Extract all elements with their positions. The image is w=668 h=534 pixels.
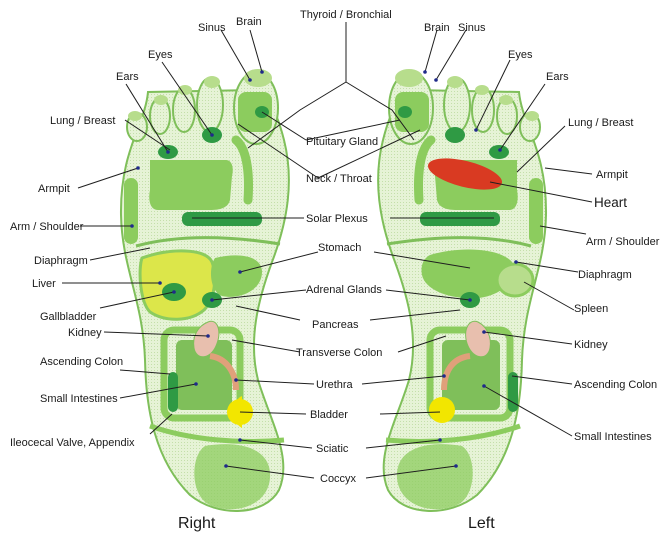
label-coccyx: Coccyx — [320, 473, 357, 485]
right-toe-tip-big — [244, 69, 272, 87]
label-eyes-left: Eyes — [508, 49, 533, 61]
left-bladder-circle — [429, 397, 455, 423]
label-kidney-right: Kidney — [68, 327, 102, 339]
label-sciatic: Sciatic — [316, 443, 349, 455]
right-toe-tip-4 — [154, 95, 168, 105]
right-toe-tip-5 — [128, 111, 142, 121]
foot-title-right: Right — [178, 515, 216, 532]
label-transverse: Transverse Colon — [296, 347, 382, 359]
label-armpit-left: Armpit — [596, 169, 628, 181]
label-pituitary: Pituitary Gland — [306, 136, 378, 148]
spleen-zone — [497, 264, 533, 296]
left-eye-zone — [445, 127, 465, 143]
label-stomach: Stomach — [318, 242, 361, 254]
left-solar-zone — [420, 212, 500, 226]
label-bladder: Bladder — [310, 409, 348, 421]
right-solar-zone — [182, 212, 262, 226]
label-gallbladder: Gallbladder — [40, 311, 97, 323]
label-neck: Neck / Throat — [306, 173, 372, 185]
right-heel-zone — [194, 444, 270, 509]
label-heart: Heart — [594, 195, 627, 210]
label-kidney-left: Kidney — [574, 339, 608, 351]
label-liver: Liver — [32, 278, 56, 290]
label-thyroid: Thyroid / Bronchial — [300, 9, 392, 21]
left-toe-tip-3 — [475, 85, 489, 95]
left-foot — [378, 69, 546, 511]
label-small-int-right: Small Intestines — [40, 393, 118, 405]
label-diaphragm-left: Diaphragm — [578, 269, 632, 281]
right-foot — [121, 69, 289, 511]
label-arm-right: Arm / Shoulder — [10, 221, 84, 233]
label-sinus-right: Sinus — [198, 22, 226, 34]
label-adrenal: Adrenal Glands — [306, 284, 382, 296]
label-lung-left: Lung / Breast — [568, 117, 633, 129]
left-desc-colon — [508, 372, 518, 412]
label-asc-colon-left: Ascending Colon — [574, 379, 657, 391]
right-toe-tip-2 — [204, 76, 220, 88]
label-brain-left: Brain — [424, 22, 450, 34]
foot-title-left: Left — [468, 515, 495, 532]
label-brain-right: Brain — [236, 16, 262, 28]
label-arm-left: Arm / Shoulder — [586, 236, 660, 248]
label-ears-left: Ears — [546, 71, 569, 83]
label-ears-right: Ears — [116, 71, 139, 83]
label-lung-right: Lung / Breast — [50, 115, 115, 127]
label-urethra: Urethra — [316, 379, 354, 391]
label-diaphragm-right: Diaphragm — [34, 255, 88, 267]
label-eyes-right: Eyes — [148, 49, 173, 61]
label-asc-colon-right: Ascending Colon — [40, 356, 123, 368]
left-ear-zone — [489, 145, 509, 159]
left-toe-tip-4 — [499, 95, 513, 105]
left-toe-tip-2 — [447, 76, 463, 88]
label-small-int-left: Small Intestines — [574, 431, 652, 443]
labels: Thyroid / Bronchial Brain Sinus Eyes Ear… — [10, 9, 660, 532]
label-pancreas: Pancreas — [312, 319, 359, 331]
left-arm-zone — [529, 178, 543, 244]
label-sinus-left: Sinus — [458, 22, 486, 34]
left-toe-tip-big — [395, 69, 423, 87]
label-ileocecal: Ileocecal Valve, Appendix — [10, 437, 135, 449]
label-spleen: Spleen — [574, 303, 608, 315]
right-arm-zone — [124, 178, 138, 244]
left-heel-zone — [397, 444, 473, 509]
left-pituitary-zone — [398, 106, 412, 118]
label-solar: Solar Plexus — [306, 213, 368, 225]
right-lung-zone — [149, 160, 232, 210]
right-ileocecal-zone — [168, 372, 178, 412]
label-armpit-right: Armpit — [38, 183, 70, 195]
right-toe-tip-3 — [178, 85, 192, 95]
left-toe-tip-5 — [525, 111, 539, 121]
